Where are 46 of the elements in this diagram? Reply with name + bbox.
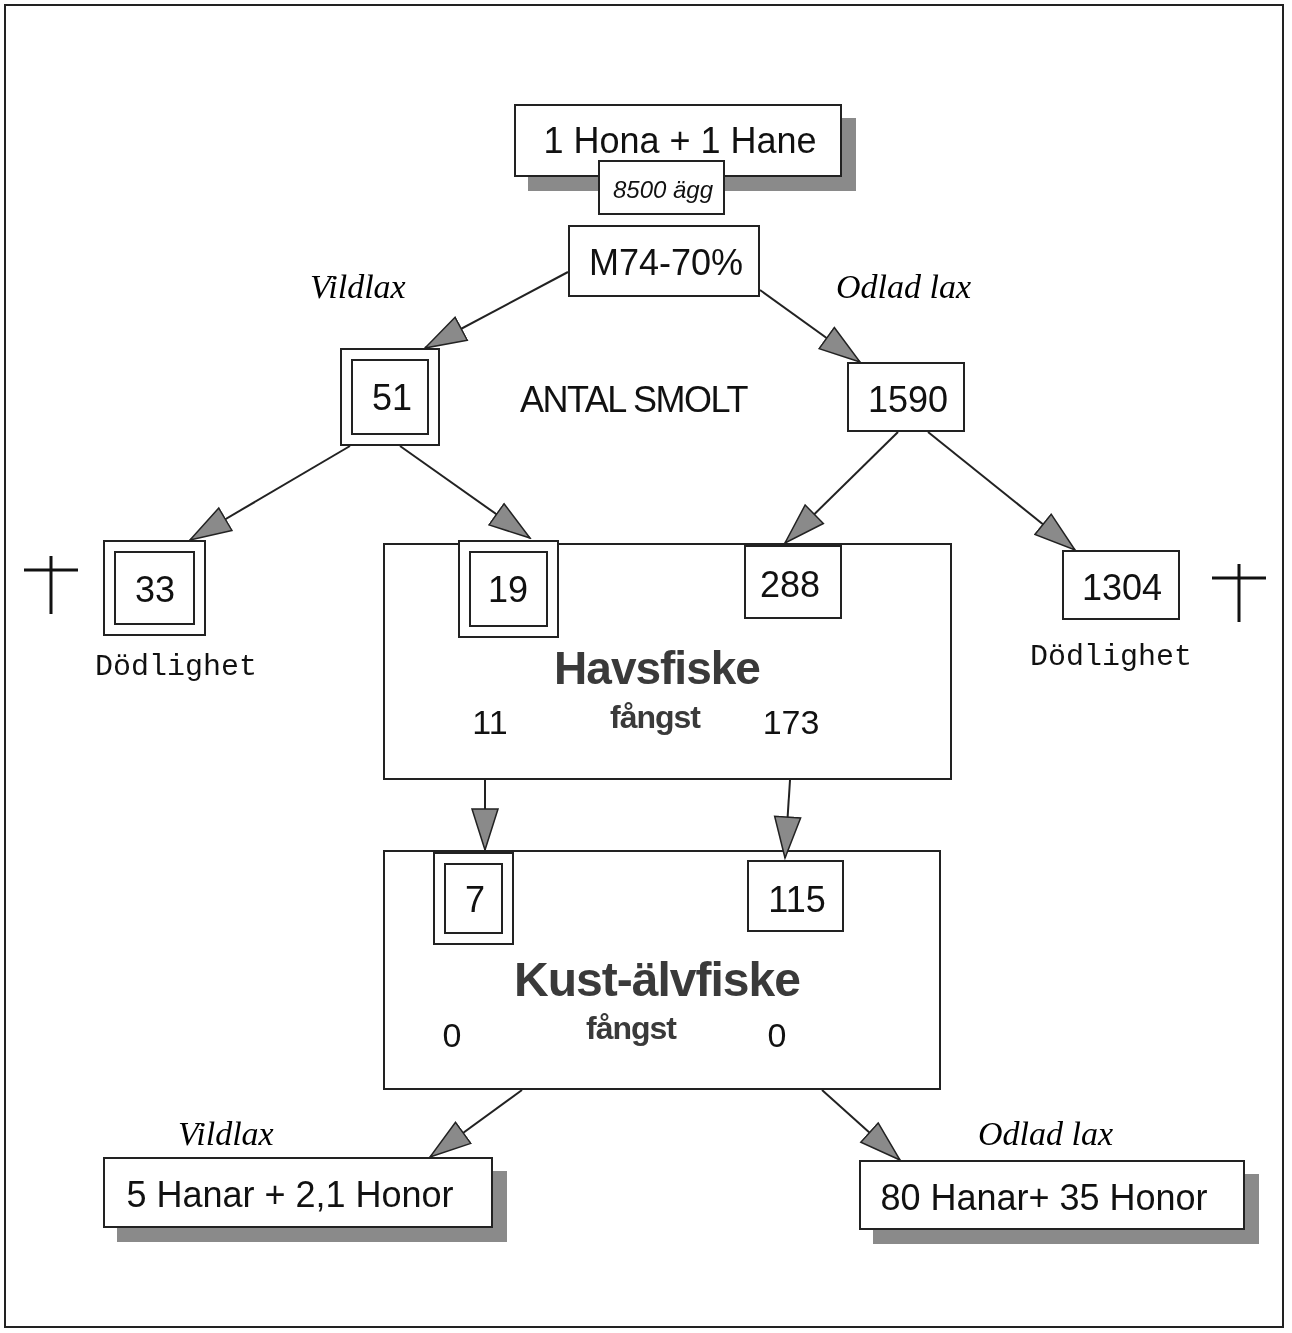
double-bordered-box	[433, 852, 514, 945]
box-text: 51	[372, 380, 412, 416]
box-heading: Havsfiske	[554, 645, 760, 691]
section-label: ANTAL SMOLT	[520, 382, 747, 418]
box-text: 173	[762, 705, 820, 739]
box-text: 7	[465, 882, 485, 918]
box-text: 8500 ägg	[612, 178, 714, 202]
arrow	[429, 1089, 523, 1158]
number-box	[568, 225, 760, 297]
double-bordered-box	[458, 540, 559, 638]
number-box	[598, 160, 725, 215]
box-text: 115	[768, 882, 826, 918]
box-text: 19	[488, 572, 528, 608]
arrow	[399, 445, 531, 539]
box-heading: fångst	[610, 701, 700, 733]
box-text: 1 Hona + 1 Hane	[543, 123, 817, 159]
double-bordered-box	[103, 540, 206, 636]
box-text: 288	[759, 567, 821, 603]
number-box	[747, 860, 844, 932]
arrow	[927, 431, 1076, 551]
arrow	[784, 431, 899, 544]
box-text: 33	[135, 572, 175, 608]
box-heading: fångst	[586, 1012, 676, 1044]
box-text: 80 Hanar+ 35 Honor	[880, 1180, 1208, 1216]
number-box	[744, 545, 842, 619]
arrow	[759, 289, 861, 363]
arrow	[821, 1089, 901, 1161]
arrow	[424, 271, 569, 349]
double-bordered-box	[340, 348, 440, 446]
arrow	[189, 445, 351, 541]
arrow	[773, 779, 802, 859]
side-caption: Dödlighet	[1030, 642, 1193, 672]
box-text: 11	[472, 705, 508, 739]
number-box	[847, 362, 965, 432]
arrow	[471, 779, 499, 851]
box-heading: Kust-älvfiske	[514, 956, 800, 1004]
fishery-box	[383, 850, 941, 1090]
box-text: 1590	[867, 382, 949, 418]
side-caption: Dödlighet	[95, 652, 258, 682]
number-box	[1062, 550, 1180, 620]
box-text: 5 Hanar + 2,1 Honor	[126, 1177, 454, 1213]
fishery-box	[383, 543, 952, 780]
box-text: 0	[767, 1018, 787, 1052]
box-text: 0	[442, 1018, 462, 1052]
box-text: M74-70%	[588, 245, 744, 281]
box-text: 1304	[1081, 570, 1163, 606]
